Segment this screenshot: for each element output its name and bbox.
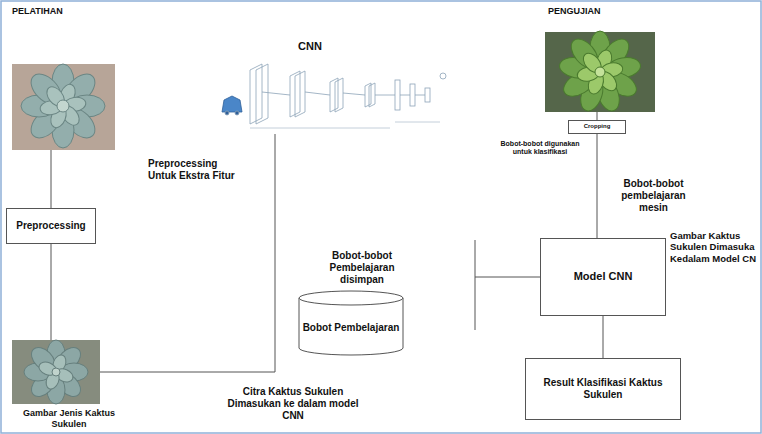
layer-link <box>343 93 365 95</box>
bracket-line <box>395 122 440 123</box>
flow-line <box>100 134 275 372</box>
annotation-text: PELATIHAN <box>12 6 112 17</box>
annotation-text: Bobot-bobot Pembelajaran disimpan <box>312 250 412 286</box>
succulent-photo <box>24 340 88 404</box>
rosette-center <box>57 100 69 112</box>
flow-line <box>475 277 540 278</box>
cylinder-top <box>299 291 403 305</box>
node-text: Preprocessing <box>16 220 85 232</box>
annotation-text: Bobot-bobot pembelajaran mesin <box>606 178 701 214</box>
layer-link <box>415 95 425 96</box>
succulent-photo <box>558 31 642 114</box>
flow-line <box>475 240 476 330</box>
model-box: Model CNN <box>540 238 666 316</box>
car-wheel <box>225 111 229 115</box>
annotation-text: Gambar Jenis Kaktus Sukulen <box>14 408 124 430</box>
annotation-text: Bobot-bobot digunakan untuk klasifikasi <box>500 140 580 157</box>
car-icon <box>222 96 242 112</box>
flow-lines <box>51 112 597 372</box>
rosette-center <box>52 368 60 376</box>
feature-map <box>295 71 305 117</box>
annotation-text: Citra Kaktus Sukulen Dimasukan ke dalam … <box>218 386 368 422</box>
layer-link <box>262 92 290 95</box>
node-text: Bobot Pembelajaran <box>303 322 400 334</box>
result-box: Result Klasifikasi Kaktus Sukulen <box>525 358 681 420</box>
photo-background <box>12 340 100 404</box>
flow-connector <box>603 316 604 358</box>
cylinder-body <box>299 298 403 355</box>
dense-layer <box>410 84 415 106</box>
storage-cylinder: Bobot Pembelajaran <box>298 290 404 356</box>
feature-map <box>256 64 268 124</box>
feature-map <box>330 78 338 112</box>
process-box: Preprocessing <box>6 208 96 244</box>
feature-map <box>365 83 371 107</box>
flow-line <box>597 112 598 120</box>
annotation-text: Gambar Kaktus Sukulen Dimasuka Kedalam M… <box>670 230 758 264</box>
flow-connector <box>597 134 598 238</box>
node-text: Result Klasifikasi Kaktus Sukulen <box>526 377 680 401</box>
layer-link <box>400 95 410 96</box>
flow-line <box>51 244 52 340</box>
dense-layer <box>425 88 430 102</box>
layer-link <box>305 92 330 95</box>
succulent-photo <box>21 64 105 148</box>
dense-layer <box>395 80 400 110</box>
flow-line <box>51 150 52 208</box>
car-wheel <box>235 111 239 115</box>
feature-map <box>369 83 375 107</box>
annotation-text: PENGUJIAN <box>548 6 648 17</box>
annotation-text: Preprocessing Untuk Ekstra Fitur <box>148 158 248 182</box>
annotation-text: CNN <box>285 40 335 53</box>
node-text: Model CNN <box>574 270 633 283</box>
rosette-center <box>595 67 605 77</box>
bracket-line <box>250 128 390 129</box>
layer-link <box>375 95 395 96</box>
node-text: Cropping <box>584 123 611 130</box>
output-mark <box>440 73 446 79</box>
cnn-illustration <box>222 64 446 128</box>
process-box: Cropping <box>568 120 626 134</box>
feature-map <box>335 78 343 112</box>
photo-background <box>12 64 115 150</box>
